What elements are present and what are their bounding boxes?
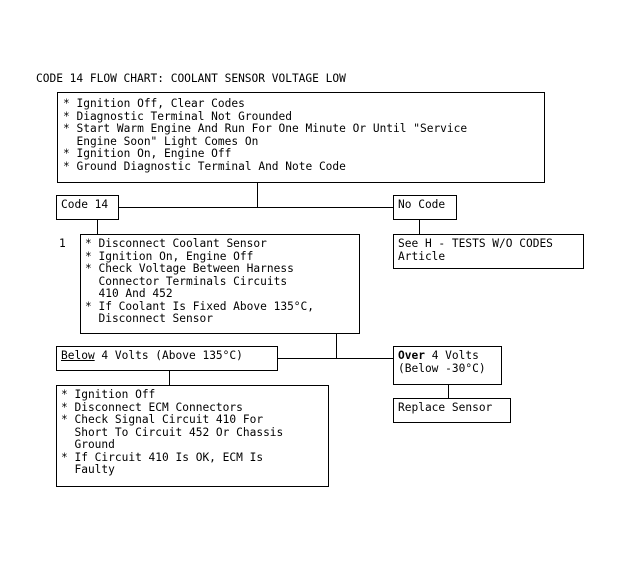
step1-instructions-box: * Disconnect Coolant Sensor * Ignition O… [80, 234, 360, 334]
ecm-line-6: * If Circuit 410 Is OK, ECM Is [61, 450, 264, 464]
start-line-2: * Diagnostic Terminal Not Grounded [63, 109, 293, 123]
ecm-line-4: Short To Circuit 452 Or Chassis [61, 425, 284, 439]
step1-line-7: Disconnect Sensor [85, 312, 213, 325]
no-code-box: No Code [393, 195, 457, 220]
see-tests-line-1: See H - TESTS W/O CODES [398, 237, 553, 250]
ecm-line-1: * Ignition Off [61, 388, 156, 401]
code14-label: Code 14 [61, 198, 109, 211]
see-tests-line-2: Article [398, 249, 446, 263]
below-rest: 4 Volts (Above 135°C) [94, 349, 243, 362]
step1-line-4: Connector Terminals Circuits [85, 274, 288, 288]
ecm-line-5: Ground [61, 438, 115, 451]
ecm-line-2: * Disconnect ECM Connectors [61, 400, 243, 414]
ecm-line-7: Faulty [61, 463, 115, 476]
replace-sensor-label: Replace Sensor [398, 401, 493, 414]
below-keyword: Below [61, 349, 95, 362]
below-4-volts-box: Below 4 Volts (Above 135°C) [56, 346, 278, 371]
start-line-3: * Start Warm Engine And Run For One Minu… [63, 122, 468, 135]
over-label: Over 4 Volts [398, 349, 497, 363]
start-line-6: * Ground Diagnostic Terminal And Note Co… [63, 159, 346, 173]
start-line-4: Engine Soon" Light Comes On [63, 134, 259, 148]
ecm-line-3: * Check Signal Circuit 410 For [61, 413, 264, 426]
ecm-instructions-box: * Ignition Off * Disconnect ECM Connecto… [56, 385, 329, 487]
start-line-1: * Ignition Off, Clear Codes [63, 97, 245, 110]
over-4-volts-box: Over 4 Volts (Below -30°C) [393, 346, 502, 385]
below-label: Below 4 Volts (Above 135°C) [61, 349, 273, 363]
over-rest: 4 Volts [424, 349, 479, 362]
no-code-label: No Code [398, 198, 446, 211]
replace-sensor-box: Replace Sensor [393, 398, 511, 423]
step1-line-1: * Disconnect Coolant Sensor [85, 237, 267, 250]
step-number: 1 [59, 237, 66, 250]
start-line-5: * Ignition On, Engine Off [63, 147, 232, 160]
code14-box: Code 14 [56, 195, 119, 220]
page-title: CODE 14 FLOW CHART: COOLANT SENSOR VOLTA… [36, 72, 346, 85]
step1-line-5: 410 And 452 [85, 287, 173, 300]
over-line-2: (Below -30°C) [398, 361, 486, 375]
step1-line-3: * Check Voltage Between Harness [85, 262, 294, 275]
over-keyword: Over [398, 349, 425, 362]
start-instructions-box: * Ignition Off, Clear Codes * Diagnostic… [57, 92, 545, 183]
step1-line-2: * Ignition On, Engine Off [85, 249, 254, 263]
step1-line-6: * If Coolant Is Fixed Above 135°C, [85, 299, 315, 313]
see-tests-box: See H - TESTS W/O CODES Article [393, 234, 584, 269]
